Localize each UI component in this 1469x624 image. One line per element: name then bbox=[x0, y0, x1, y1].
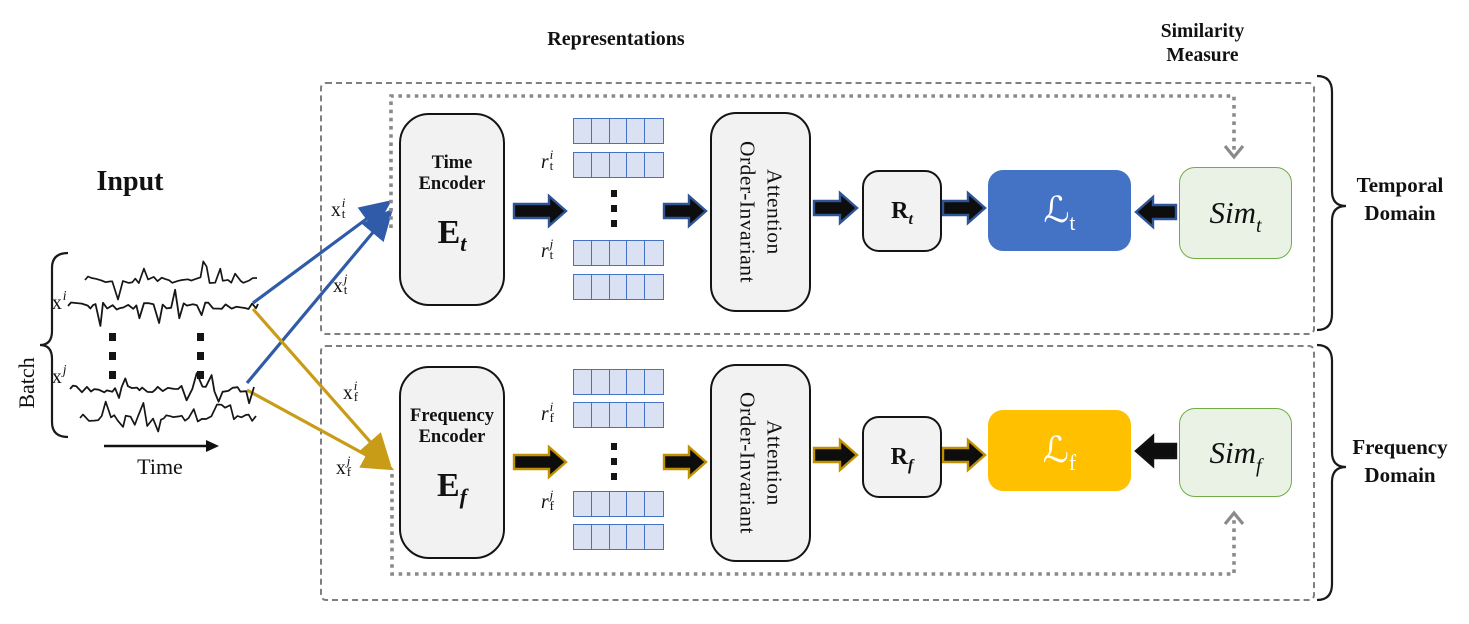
frequency-aggregate-box: Rf bbox=[862, 416, 942, 498]
frequency-encoder-symbol: Ef bbox=[436, 466, 467, 509]
arrow-R-to-loss-f bbox=[941, 437, 987, 473]
frequency-feedback-arrowhead-icon bbox=[1223, 510, 1245, 526]
frequency-domain-brace-icon bbox=[1316, 343, 1347, 602]
arrow-encoder-to-reps-f bbox=[512, 444, 568, 480]
batch-ellipsis-icon bbox=[109, 333, 116, 379]
batch-ellipsis-icon bbox=[197, 333, 204, 379]
arrow-reps-to-attention-t bbox=[662, 193, 708, 229]
waveform-signal-1 bbox=[84, 260, 258, 301]
temporal-similarity-box: Simt bbox=[1179, 167, 1292, 259]
similarity-measure-header: Similarity Measure bbox=[1130, 20, 1275, 69]
frequency-similarity-box: Simf bbox=[1179, 408, 1292, 497]
temporal-input-line-j bbox=[245, 208, 394, 385]
time-encoder-box: Time Encoder Et bbox=[399, 113, 505, 306]
embedding-ellipsis-icon bbox=[611, 443, 617, 480]
frequency-domain-label: Frequency Domain bbox=[1352, 435, 1448, 487]
temporal-loss-box: ℒt bbox=[988, 170, 1131, 251]
embedding-row bbox=[573, 402, 665, 428]
frequency-flow-arrows bbox=[512, 433, 1178, 480]
time-encoder-label: Time Encoder bbox=[418, 153, 486, 195]
similarity-header-line2: Measure bbox=[1166, 45, 1239, 67]
frequency-aggregate-label: Rf bbox=[890, 443, 914, 474]
temporal-loss-label: ℒt bbox=[1043, 190, 1076, 235]
temporal-flow-arrows bbox=[512, 190, 1178, 230]
frequency-loss-box: ℒf bbox=[988, 410, 1131, 491]
representations-header: Representations bbox=[547, 28, 685, 50]
input-title: Input bbox=[96, 166, 164, 197]
temporal-feedback-arrowhead-icon bbox=[1223, 144, 1245, 160]
embedding-row bbox=[573, 369, 665, 395]
temporal-attention-label: Order-Invariant Attention bbox=[735, 141, 787, 283]
arrow-sim-to-loss-f bbox=[1134, 433, 1178, 469]
embedding-row bbox=[573, 274, 665, 300]
temporal-similarity-label: Simt bbox=[1209, 195, 1262, 237]
temporal-domain-box bbox=[320, 82, 1315, 335]
arrow-reps-to-attention-f bbox=[662, 444, 708, 480]
embedding-ellipsis-icon bbox=[611, 190, 617, 227]
batch-brace-icon bbox=[39, 251, 69, 439]
frequency-encoder-label: Frequency Encoder bbox=[410, 406, 494, 448]
arrow-attention-to-R-f bbox=[812, 437, 859, 473]
frequency-input-line-i bbox=[251, 307, 392, 466]
temporal-domain-label: Temporal Domain bbox=[1356, 173, 1444, 225]
arrow-encoder-to-reps-t bbox=[512, 193, 568, 229]
time-encoder-symbol: Et bbox=[437, 213, 467, 256]
frequency-encoder-box: Frequency Encoder Ef bbox=[399, 366, 505, 559]
embedding-row bbox=[573, 118, 665, 144]
embedding-row bbox=[573, 240, 665, 266]
frequency-loss-label: ℒf bbox=[1042, 430, 1077, 475]
arrow-sim-to-loss-t bbox=[1134, 194, 1178, 230]
temporal-attention-box: Order-Invariant Attention bbox=[710, 112, 811, 312]
similarity-header-line1: Similarity bbox=[1160, 21, 1245, 42]
frequency-attention-box: Order-Invariant Attention bbox=[710, 364, 811, 562]
frequency-similarity-label: Simf bbox=[1209, 434, 1262, 477]
embedding-row bbox=[573, 524, 665, 550]
frequency-input-line-j bbox=[246, 388, 395, 471]
waveform-signal-i bbox=[67, 288, 259, 327]
waveform-signal-n bbox=[79, 400, 257, 433]
time-axis-label: Time bbox=[137, 454, 183, 479]
temporal-aggregate-label: Rt bbox=[891, 197, 913, 228]
temporal-input-line-i bbox=[252, 200, 392, 305]
temporal-feedback-dotted-line bbox=[389, 94, 1236, 228]
arrow-R-to-loss-t bbox=[941, 190, 987, 226]
batch-label: Batch bbox=[14, 357, 39, 409]
arrow-attention-to-R-t bbox=[812, 190, 859, 226]
embedding-row bbox=[573, 152, 665, 178]
frequency-attention-label: Order-Invariant Attention bbox=[735, 392, 787, 534]
temporal-aggregate-box: Rt bbox=[862, 170, 942, 252]
embedding-row bbox=[573, 491, 665, 517]
waveform-signal-j bbox=[69, 372, 255, 405]
temporal-domain-brace-icon bbox=[1316, 74, 1347, 332]
frequency-domain-box bbox=[320, 345, 1315, 601]
frequency-feedback-dotted-line bbox=[390, 474, 1236, 576]
time-axis-arrow-icon bbox=[104, 440, 219, 452]
